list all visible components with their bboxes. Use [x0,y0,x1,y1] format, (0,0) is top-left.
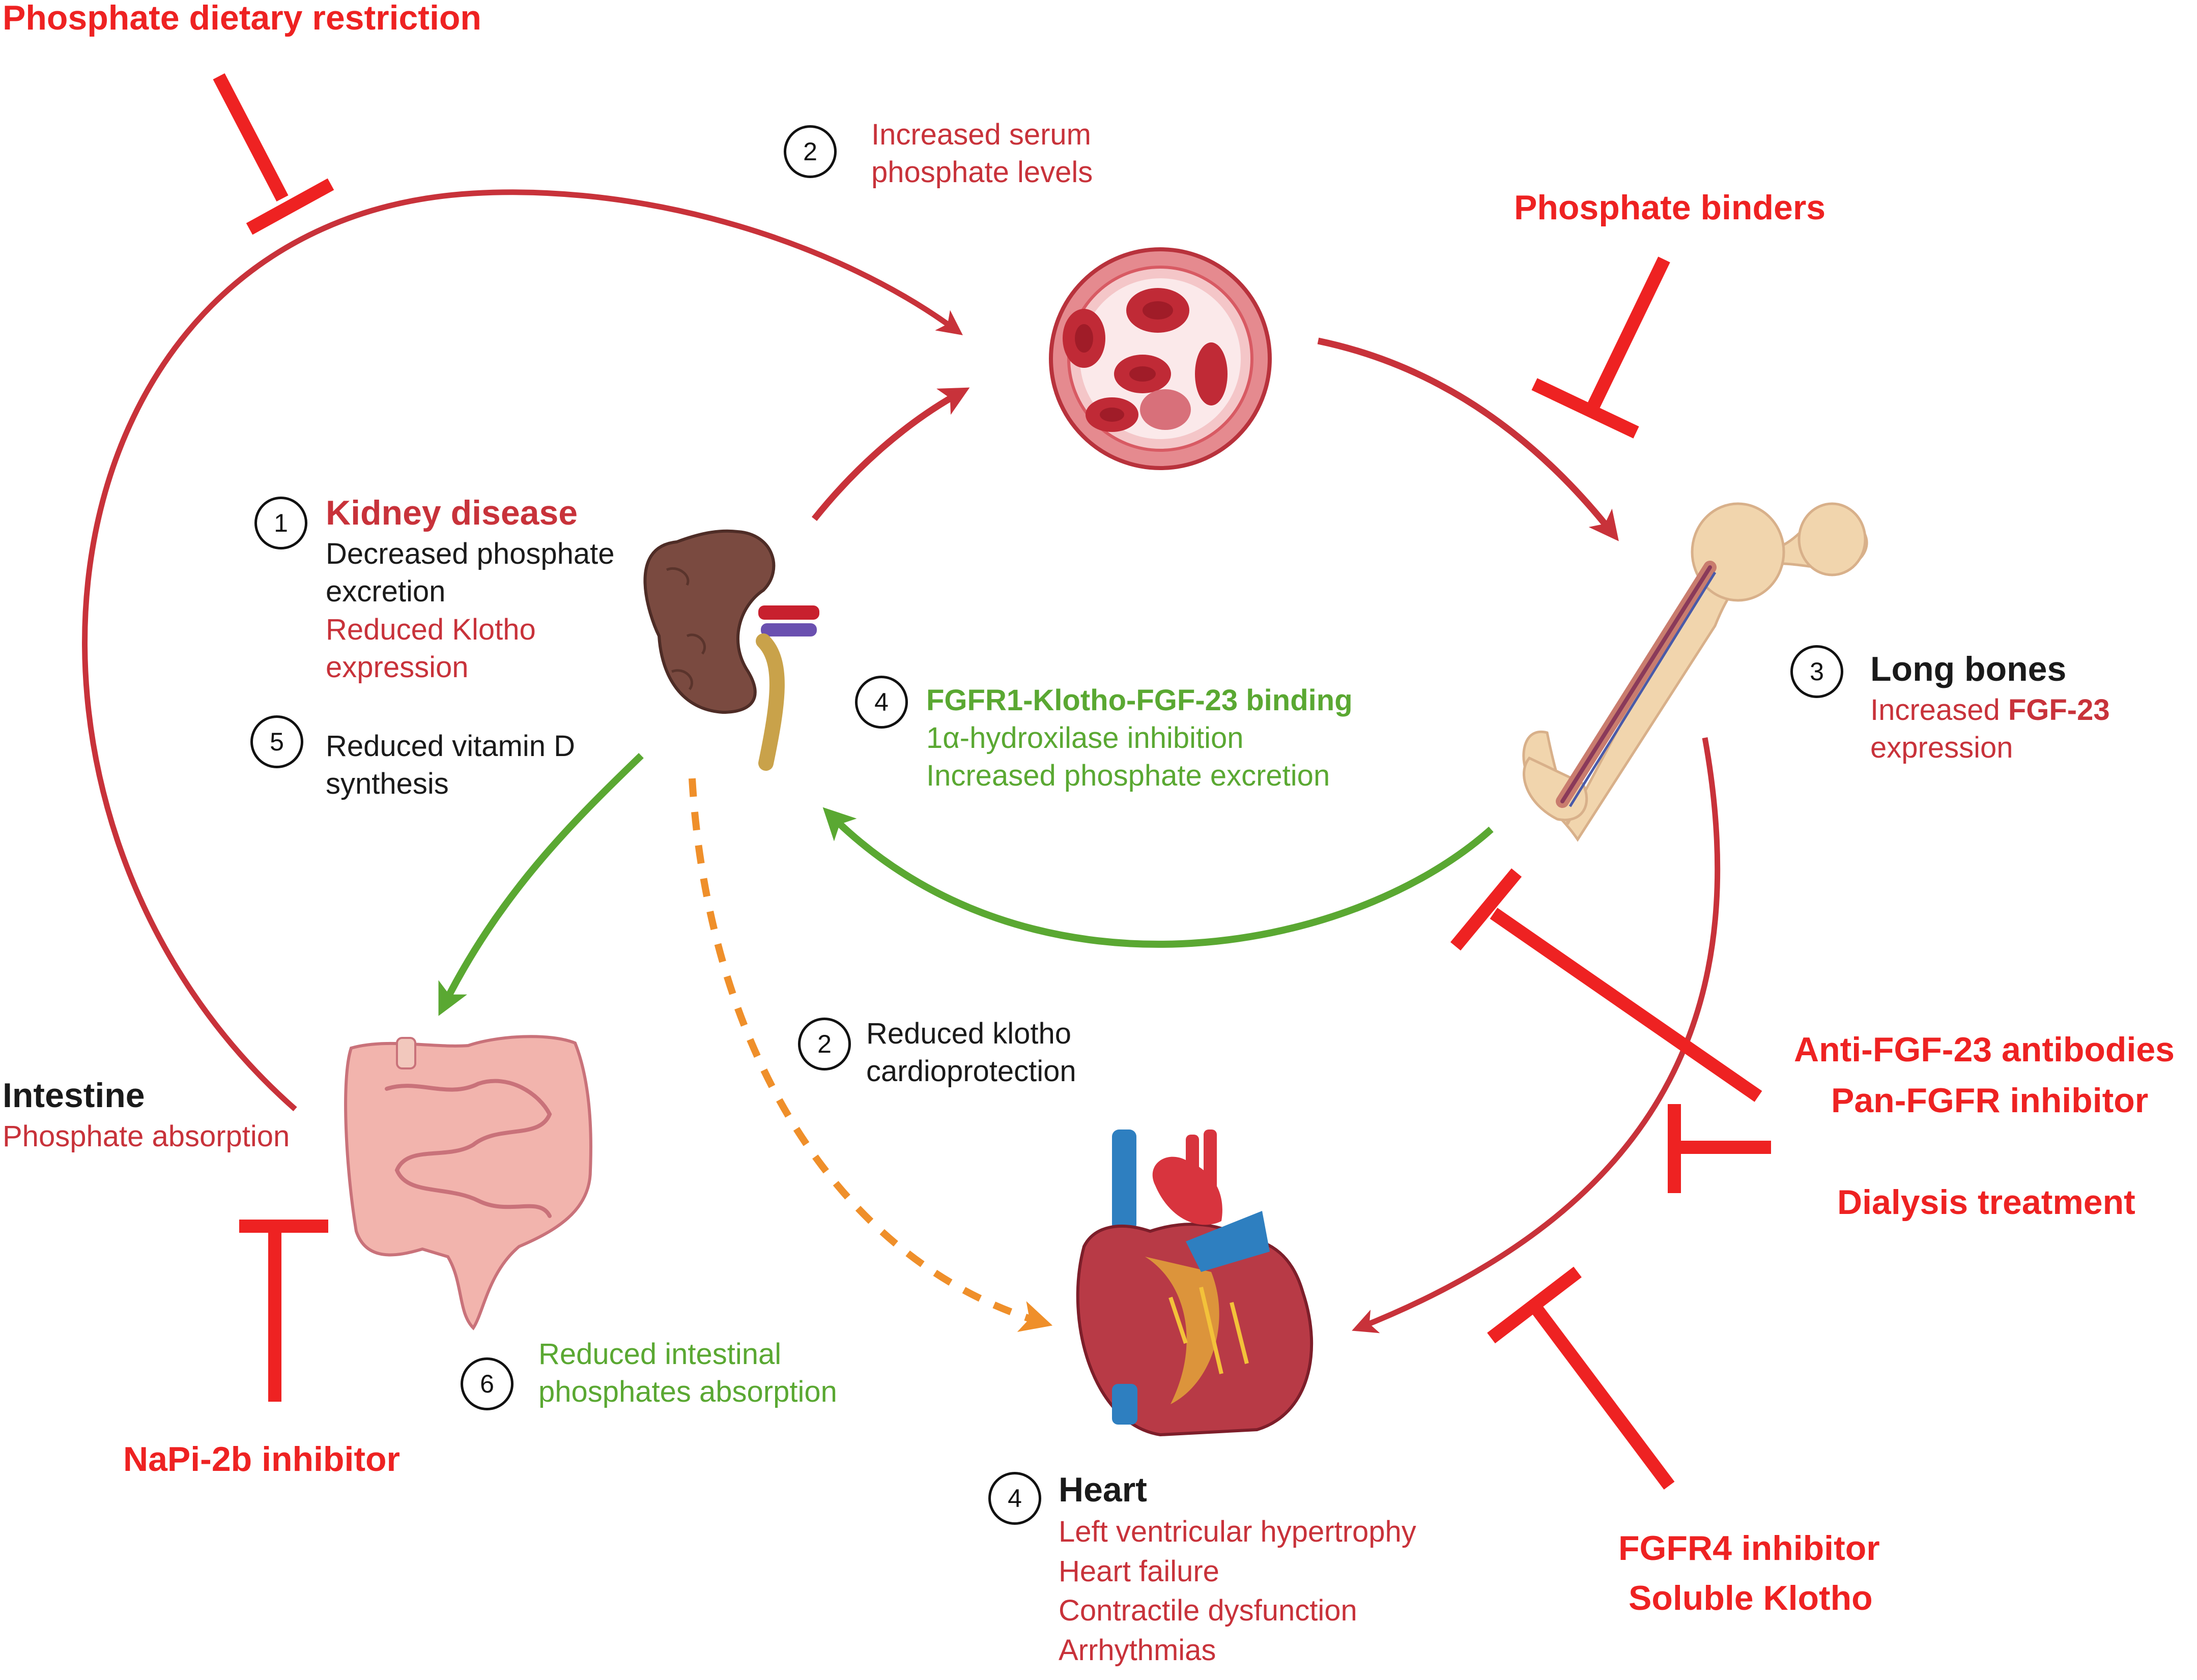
inhibitor-antibodies [1450,868,1762,1102]
arrow-kidney-to-serum [811,387,970,522]
arrow-intestine-to-serum [82,189,963,1112]
kidney-line4: expression [326,650,469,684]
arrow-bone-to-heart [1352,737,1721,1334]
binding-line1: 1α-hydroxilase inhibition [926,721,1244,755]
arrow-kidney-to-intestine [438,752,644,1016]
therapy-napi2b: NaPi-2b inhibitor [123,1440,400,1479]
therapy-dialysis: Dialysis treatment [1837,1183,2135,1222]
inhibitor-dialysis [1668,1104,1771,1193]
intestine-title: Intestine [3,1076,145,1115]
binding-line2: Increased phosphate excretion [926,759,1330,793]
therapy-fgfr4: FGFR4 inhibitor [1618,1529,1880,1568]
serum-line2: phosphate levels [871,156,1093,189]
bones-title: Long bones [1870,650,2067,688]
blood-vessel-icon [1049,247,1272,470]
heart-title: Heart [1059,1470,1147,1509]
serum-line1: Increased serum [871,118,1091,151]
cardio-line2: cardioprotection [866,1055,1076,1088]
heart-item: Arrhythmias [1059,1634,1216,1667]
therapy-anti-fgf23: Anti-FGF-23 antibodies [1794,1030,2175,1069]
step-badge-kidney: 1 [254,497,307,549]
heart-item: Heart failure [1059,1554,1219,1588]
step-badge-cardio: 2 [798,1018,851,1070]
vitamin-d-line1: Reduced vitamin D [326,730,575,763]
kidney-icon [643,529,819,771]
binding-label: FGFR1-Klotho-FGF-23 binding 1α-hydroxila… [926,682,1353,795]
therapy-pan-fgfr: Pan-FGFR inhibitor [1831,1081,2149,1120]
step-badge-intestinal: 6 [461,1357,513,1410]
kidney-line1: Decreased phosphate [326,537,615,571]
bones-line2: expression [1870,731,2013,765]
intestinal-line2: phosphates absorption [538,1375,837,1409]
heart-item: Contractile dysfunction [1059,1594,1357,1628]
therapy-phosphate-binders: Phosphate binders [1514,188,1826,227]
bones-line1-bold: FGF-23 [2008,693,2110,727]
cardio-line1: Reduced klotho [866,1017,1072,1050]
inhibitor-dietary [213,73,334,235]
bones-label: Long bones Increased FGF-23 expression [1870,647,2110,767]
binding-title: FGFR1-Klotho-FGF-23 binding [926,684,1353,717]
step-badge-vitamin-d: 5 [250,715,303,768]
step-badge-bones: 3 [1790,645,1843,698]
heart-item: Left ventricular hypertrophy [1059,1515,1416,1549]
therapy-dietary-restriction: Phosphate dietary restriction [3,0,481,37]
inhibitor-fgfr4 [1487,1266,1675,1490]
heart-icon [1076,1129,1314,1437]
vitamin-d-label: Reduced vitamin D synthesis [326,728,575,803]
kidney-line3: Reduced Klotho [326,613,536,646]
bones-line1-pre: Increased [1870,693,2008,727]
therapy-soluble-klotho: Soluble Klotho [1629,1579,1873,1617]
intestinal-label: Reduced intestinal phosphates absorption [538,1336,837,1411]
arrow-bone-to-kidney [822,807,1494,948]
intestine-line1: Phosphate absorption [3,1120,290,1153]
inhibitor-napi [239,1220,328,1402]
inhibitor-binders [1531,256,1670,439]
heart-label: Heart Left ventricular hypertrophy Heart… [1059,1468,1416,1670]
intestine-icon [344,1035,592,1330]
kidney-line2: excretion [326,575,446,609]
vitamin-d-line2: synthesis [326,767,449,801]
bone-icon [1522,502,1868,842]
bones-line1: Increased FGF-23 [1870,691,2110,729]
cardio-label: Reduced klotho cardioprotection [866,1015,1076,1090]
arrow-serum-to-bone [1317,337,1619,541]
arrow-kidney-to-heart-dashed [689,778,1053,1332]
step-badge-binding: 4 [855,676,908,729]
kidney-title: Kidney disease [326,494,578,532]
step-badge-heart: 4 [988,1472,1041,1525]
kidney-label: Kidney disease Decreased phosphate excre… [326,491,615,686]
intestinal-line1: Reduced intestinal [538,1338,782,1371]
intestine-label: Intestine Phosphate absorption [3,1074,290,1155]
step-badge-serum: 2 [784,125,837,178]
serum-label: Increased serum phosphate levels [871,116,1093,191]
